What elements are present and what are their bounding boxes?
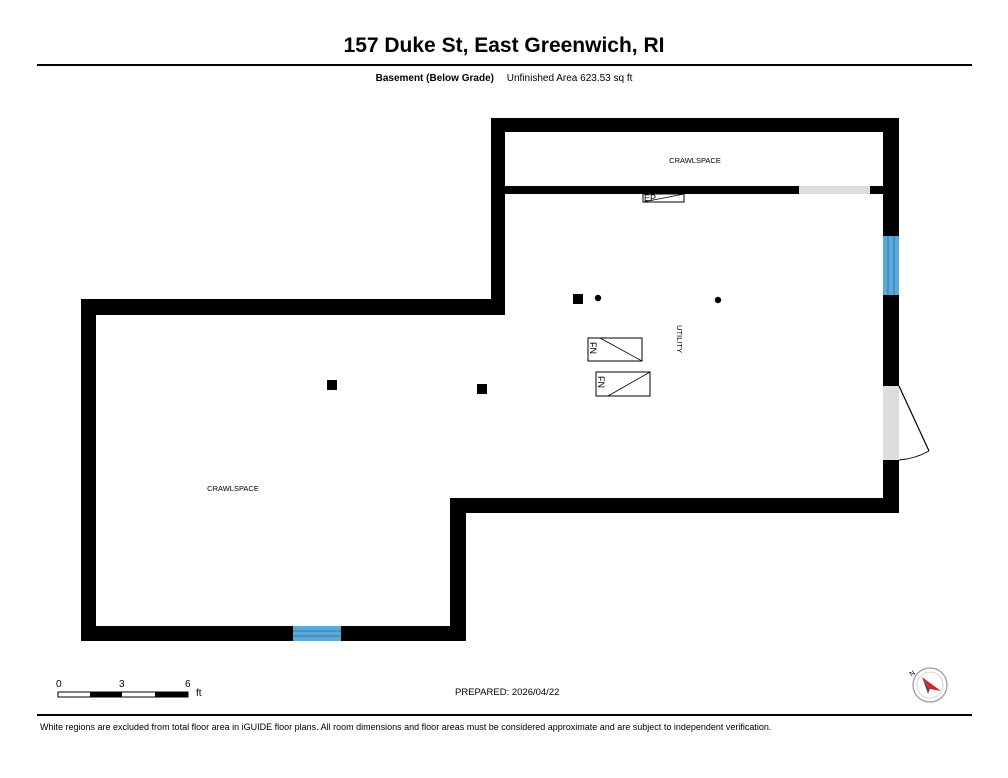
furnace-1: FN	[587, 337, 643, 362]
floor-level: Basement (Below Grade)	[375, 73, 494, 84]
prepared-date: PREPARED: 2026/04/22	[455, 687, 560, 698]
exterior-door	[883, 385, 930, 461]
post	[714, 296, 722, 304]
compass-icon: N	[909, 667, 948, 703]
floor-area: Unfinished Area 623.53 sq ft	[506, 73, 633, 84]
compass-north-label: N	[909, 670, 917, 679]
room-label-crawlspace-left: CRAWLSPACE	[207, 484, 259, 493]
column	[573, 294, 583, 304]
furnace-2: FN	[595, 371, 651, 397]
post	[594, 294, 602, 302]
interior-wall	[505, 186, 799, 194]
window-right	[883, 236, 899, 295]
electrical-panel-label: EP	[644, 193, 656, 203]
interior-wall-end	[870, 186, 883, 194]
scale-unit: ft	[196, 688, 202, 699]
column	[477, 384, 487, 394]
scale-bar	[57, 691, 189, 698]
floor-subtitle: Basement (Below Grade) Unfinished Area 6…	[0, 73, 1008, 84]
scale-label-0: 0	[56, 679, 62, 690]
header-rule	[37, 64, 972, 66]
furnace-2-label: FN	[596, 376, 606, 388]
column	[327, 380, 337, 390]
scale-label-3: 3	[119, 679, 125, 690]
room-label-crawlspace-top: CRAWLSPACE	[669, 156, 721, 165]
room-label-utility: UTILITY	[675, 325, 684, 353]
scale-label-6: 6	[185, 679, 191, 690]
outer-wall	[81, 118, 899, 641]
window-bottom	[293, 626, 341, 641]
electrical-panel: EP	[642, 193, 685, 203]
crawlspace-opening	[799, 186, 870, 194]
footer-rule	[37, 714, 972, 716]
disclaimer-text: White regions are excluded from total fl…	[40, 722, 772, 732]
furnace-1-label: FN	[588, 342, 598, 354]
page-title: 157 Duke St, East Greenwich, RI	[343, 34, 665, 57]
